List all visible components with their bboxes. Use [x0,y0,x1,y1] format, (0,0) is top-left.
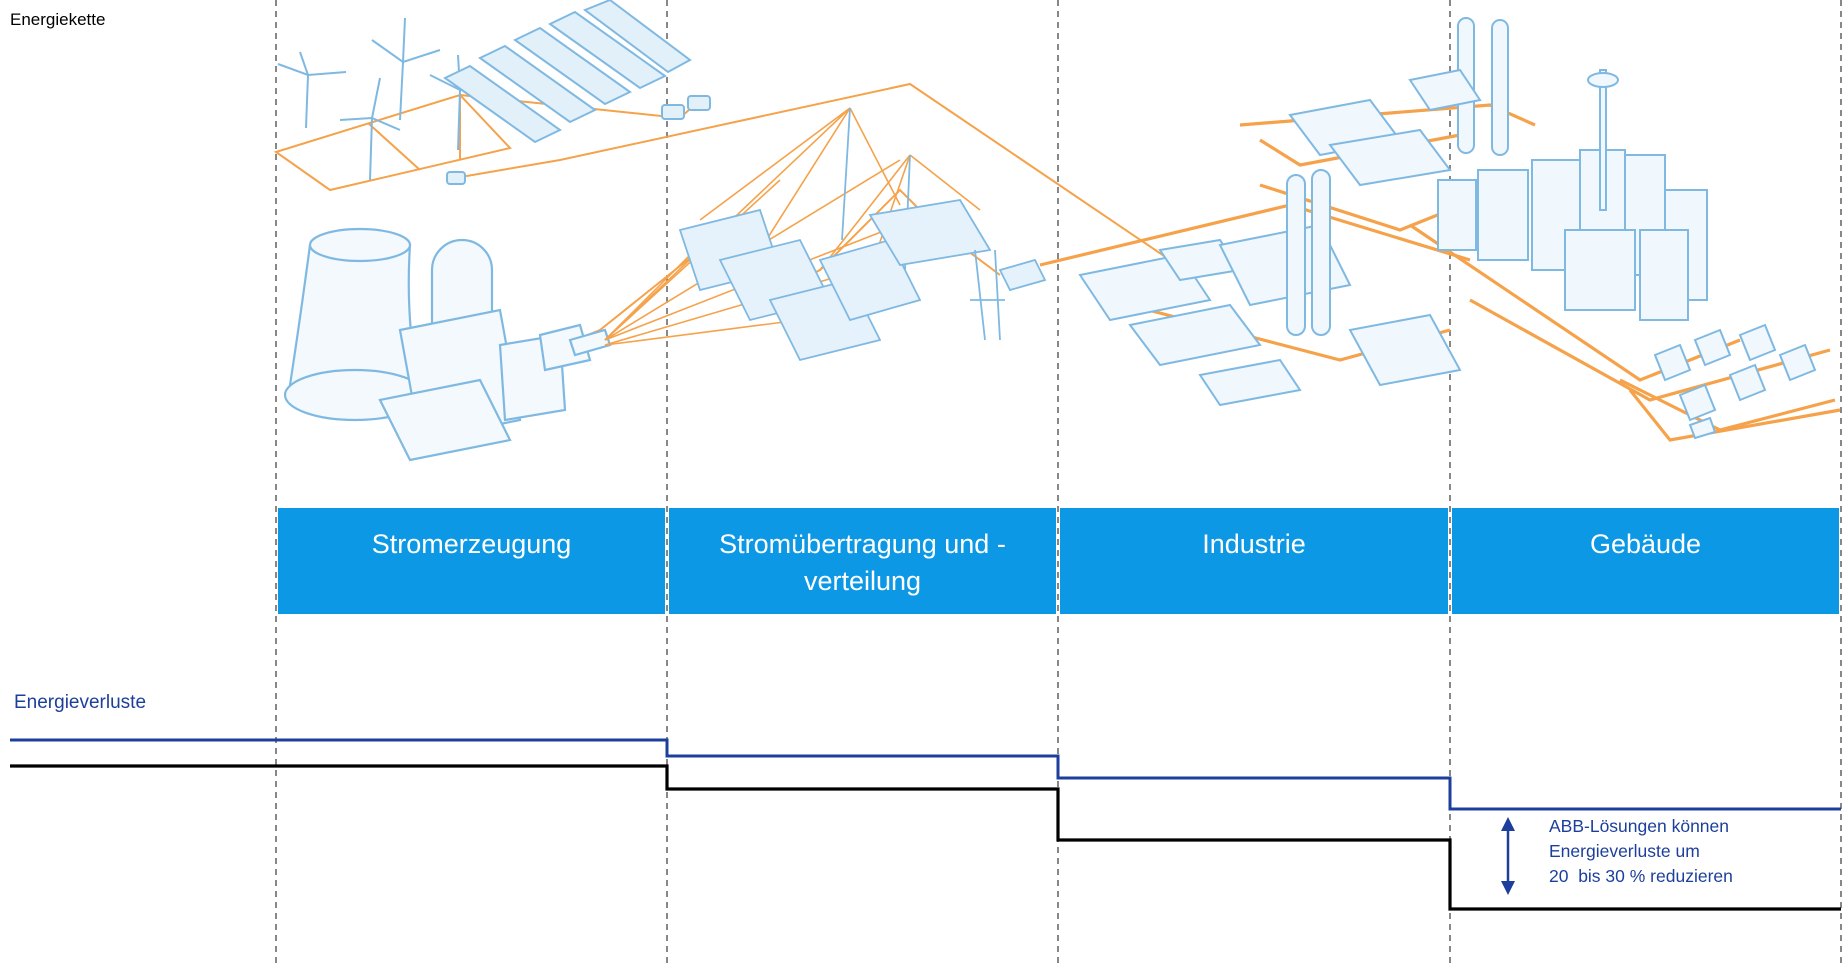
energy-loss-line-with-abb [10,738,1841,811]
energy-losses-label: Energieverluste [14,692,147,713]
energy-loss-line-baseline [10,764,1841,911]
note-line-2: Energieverluste um [1549,841,1700,861]
stage-band-transmission: Stromübertragung und -verteilung [669,508,1056,614]
abb-reduction-note: ABB-Lösungen können Energieverluste um 2… [1549,814,1733,889]
stage-label: Gebäude [1589,529,1702,559]
industry-illustration [1039,17,1536,407]
stage-band-generation: Stromerzeugung [278,508,665,614]
note-line-1: ABB-Lösungen können [1549,816,1729,836]
stage-band-buildings: Gebäude [1452,508,1839,614]
stage-label: Stromerzeugung [371,529,572,559]
power-generation-illustration [273,0,1171,462]
transmission-illustration [604,107,1047,362]
stage-band-industry: Industrie [1060,508,1448,614]
reduction-double-arrow [1501,817,1515,895]
buildings-illustration [1409,69,1841,442]
stage-label: Industrie [1202,529,1306,559]
stage-label: Stromübertragung und -verteilung [719,529,1006,596]
note-line-3: 20 bis 30 % reduzieren [1549,866,1733,886]
diagram-title: Energiekette [10,10,106,29]
